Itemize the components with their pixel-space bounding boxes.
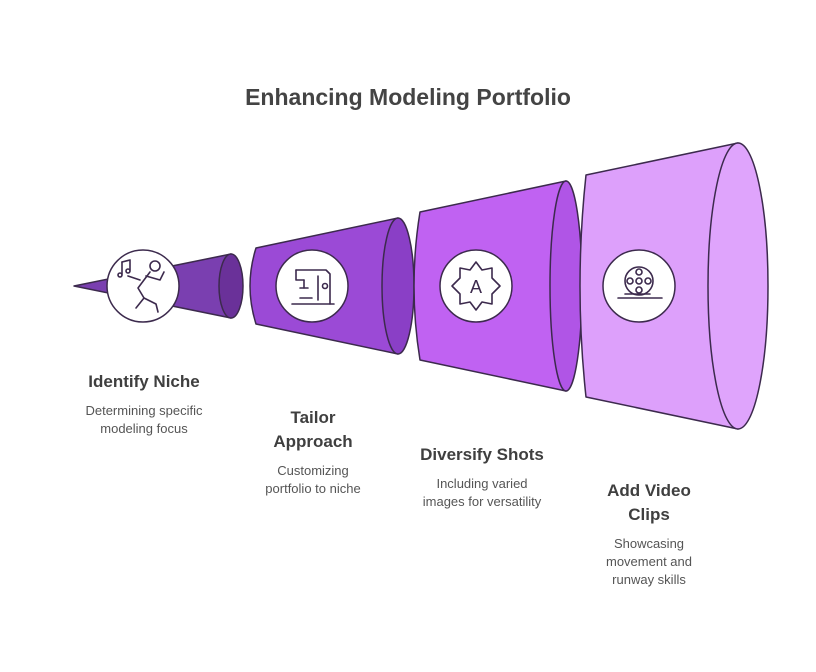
stage-description: Including varied images for versatility	[422, 476, 542, 509]
dancer-music-icon	[106, 249, 180, 323]
stage-description: Customizing portfolio to niche	[265, 463, 361, 496]
stage-description: Showcasing movement and runway skills	[606, 536, 692, 587]
sewing-machine-icon	[275, 249, 349, 323]
stage-label-2: Tailor Approach Customizing portfolio to…	[223, 406, 403, 498]
badge-letter: A	[470, 277, 482, 297]
stage-label-1: Identify Niche Determining specific mode…	[54, 370, 234, 438]
badge-letter-a-icon: A	[439, 249, 513, 323]
stage-heading: Tailor Approach	[273, 408, 353, 451]
stage-heading: Add Video Clips	[607, 481, 691, 524]
stage-description: Determining specific modeling focus	[85, 403, 203, 436]
stage-heading: Identify Niche	[88, 372, 200, 391]
diagram-title: Enhancing Modeling Portfolio	[245, 84, 571, 110]
stage-heading: Diversify Shots	[420, 445, 544, 464]
film-reel-icon	[602, 249, 676, 323]
stage-label-4: Add Video Clips Showcasing movement and …	[559, 479, 739, 589]
stage-label-3: Diversify Shots Including varied images …	[372, 443, 592, 511]
